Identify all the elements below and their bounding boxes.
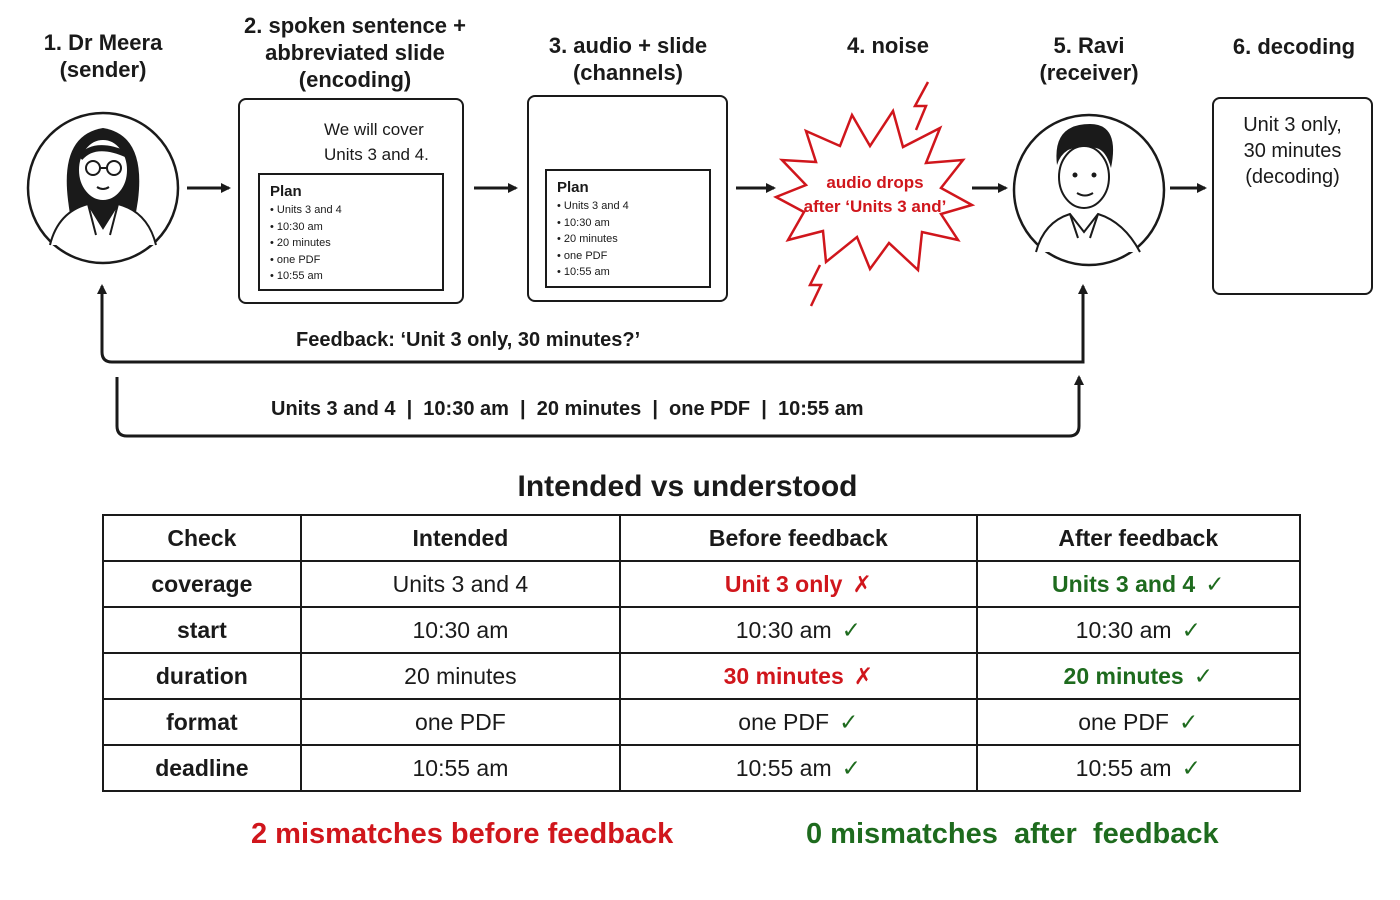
slide-bullet: 10:55 am: [270, 268, 432, 285]
before-cell: Unit 3 only ✗: [619, 560, 978, 608]
check-cell: coverage: [102, 560, 302, 608]
after-value: one PDF: [1078, 708, 1169, 735]
slide-title: Plan: [557, 179, 589, 196]
column-header: After feedback: [975, 514, 1301, 562]
after-cell: 20 minutes ✓: [975, 652, 1301, 700]
check-cell: start: [102, 606, 302, 654]
intended-cell: 10:30 am: [299, 606, 622, 654]
slide-bullet: 20 minutes: [557, 231, 699, 248]
decoding-panel: [1212, 97, 1373, 295]
check-icon: ✓: [839, 708, 859, 735]
feedback-question: Feedback: ‘Unit 3 only, 30 minutes?’: [296, 329, 641, 351]
slide-bullet: Units 3 and 4: [557, 198, 699, 215]
noise-text: audio drops after ‘Units 3 and’: [803, 173, 947, 216]
slide-bullet: one PDF: [270, 252, 432, 269]
check-icon: ✓: [1181, 616, 1201, 643]
slide-bullets: Units 3 and 4 10:30 am 20 minutes one PD…: [557, 198, 699, 281]
check-icon: ✓: [1181, 754, 1201, 781]
step-label-encoding: 2. spoken sentence + abbreviated slide (…: [244, 13, 466, 92]
column-header: Intended: [299, 514, 622, 562]
step-label-decoding: 6. decoding: [1232, 34, 1356, 59]
correction-loop-arrow: [115, 375, 1084, 438]
table-title: Intended vs understood: [517, 470, 858, 503]
summary-after: 0 mismatches after feedback: [806, 818, 1219, 850]
check-icon: ✓: [1193, 662, 1213, 689]
receiver-avatar: [1012, 113, 1166, 267]
after-cell: Units 3 and 4 ✓: [975, 560, 1301, 608]
summary-before: 2 mismatches before feedback: [251, 818, 674, 850]
after-value: 10:30 am: [1075, 616, 1172, 643]
decoding-text: Unit 3 only, 30 minutes (decoding): [1243, 114, 1342, 188]
step-label-noise: 4. noise: [847, 33, 929, 58]
step-label-sender: 1. Dr Meera (sender): [43, 30, 163, 82]
before-cell: one PDF ✓: [619, 698, 978, 746]
lightning-icon: [807, 264, 823, 307]
before-cell: 10:30 am ✓: [619, 606, 978, 654]
step-label-receiver: 5. Ravi (receiver): [1039, 33, 1139, 85]
slide-bullet: 10:55 am: [557, 264, 699, 281]
after-cell: 10:30 am ✓: [975, 606, 1301, 654]
slide-bullets: Units 3 and 4 10:30 am 20 minutes one PD…: [270, 202, 432, 285]
feedback-loop-arrow: [97, 284, 1085, 364]
cross-icon: ✗: [853, 662, 874, 689]
intended-cell: Units 3 and 4: [299, 560, 622, 608]
check-icon: ✓: [1205, 570, 1225, 597]
speech-text: We will cover Units 3 and 4.: [324, 120, 429, 164]
step-label-channels: 3. audio + slide (channels): [548, 33, 708, 85]
feedback-correction: Units 3 and 4 | 10:30 am | 20 minutes | …: [271, 398, 864, 420]
column-header: Before feedback: [619, 514, 978, 562]
after-value: 10:55 am: [1075, 754, 1172, 781]
intended-cell: 20 minutes: [299, 652, 622, 700]
slide-bullet: 10:30 am: [270, 219, 432, 236]
before-cell: 30 minutes ✗: [619, 652, 978, 700]
check-cell: format: [102, 698, 302, 746]
after-cell: one PDF ✓: [975, 698, 1301, 746]
before-value: 30 minutes: [723, 662, 844, 689]
check-icon: ✓: [1178, 708, 1199, 735]
check-icon: ✓: [841, 616, 861, 643]
after-value: Units 3 and 4: [1052, 570, 1196, 597]
slide-bullet: Units 3 and 4: [270, 202, 432, 219]
sender-avatar: [26, 111, 180, 265]
slide-title: Plan: [270, 183, 302, 200]
lightning-icon: [912, 81, 930, 131]
check-cell: duration: [102, 652, 302, 700]
slide-bullet: 10:30 am: [557, 215, 699, 232]
encoding-slide: Plan Units 3 and 4 10:30 am 20 minutes o…: [258, 173, 444, 291]
before-value: 10:55 am: [735, 754, 832, 781]
channel-slide: Plan Units 3 and 4 10:30 am 20 minutes o…: [545, 169, 711, 288]
check-icon: ✓: [841, 754, 861, 781]
after-value: 20 minutes: [1063, 662, 1184, 689]
before-value: 10:30 am: [735, 616, 832, 643]
after-cell: 10:55 am ✓: [975, 744, 1301, 792]
before-value: Unit 3 only: [724, 570, 843, 597]
table-header-row: Check Intended Before feedback After fee…: [102, 514, 1301, 562]
comparison-table: Check Intended Before feedback After fee…: [102, 514, 1301, 792]
cross-icon: ✗: [852, 570, 872, 597]
intended-cell: 10:55 am: [299, 744, 622, 792]
before-cell: 10:55 am ✓: [619, 744, 978, 792]
slide-bullet: 20 minutes: [270, 235, 432, 252]
before-value: one PDF: [738, 708, 830, 735]
intended-cell: one PDF: [299, 698, 622, 746]
check-cell: deadline: [102, 744, 302, 792]
slide-bullet: one PDF: [557, 248, 699, 265]
column-header: Check: [102, 514, 302, 562]
noise-burst: [773, 108, 976, 273]
